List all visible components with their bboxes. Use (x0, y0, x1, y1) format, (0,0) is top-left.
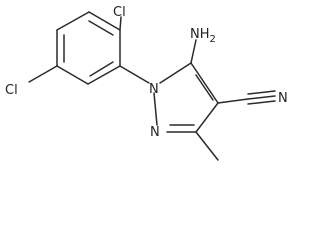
bond-c3-methyl (195, 131, 219, 161)
bond-cn-triple-2 (247, 90, 276, 95)
benzene-ring (56, 11, 121, 85)
bond-ring-1 (88, 11, 121, 31)
bond-cn-triple-1 (247, 95, 276, 100)
nitrile-group (217, 90, 276, 105)
bond-n2-n1 (153, 92, 158, 126)
bond-c5-nh2 (190, 39, 197, 64)
label-n2: N (150, 125, 160, 140)
structure-diagram: Cl Cl NH2 N N N (5, 5, 288, 161)
bond-c5-c4 (190, 62, 219, 104)
molecule-svg: Cl Cl NH2 N N N (5, 5, 288, 161)
bond-c5-c4-inner (195, 74, 214, 101)
bond-n1-c5 (159, 62, 192, 84)
bond-ring-5 (87, 65, 121, 85)
bond-cn-triple-3 (247, 100, 276, 105)
label-cl-left: Cl (5, 83, 18, 98)
bond-c-cl-top (119, 16, 122, 31)
bond-ring-4 (56, 65, 89, 85)
label-nh2-sub: 2 (210, 34, 216, 45)
label-cl-top: Cl (113, 5, 126, 20)
label-n1: N (149, 82, 159, 97)
label-nh2-main: NH (190, 27, 210, 42)
bond-c-cl-left (28, 65, 58, 83)
bond-c4-c3 (195, 102, 219, 133)
bond-c4-cn (217, 98, 249, 104)
bond-ring-inner-3 (89, 61, 114, 77)
bond-ring-inner-1 (88, 20, 114, 36)
label-nitrile-n: N (278, 91, 288, 106)
pyrazole-ring (153, 62, 219, 133)
bond-aryl-n1 (119, 65, 150, 84)
bond-ring-2 (56, 11, 90, 31)
label-nh2: NH2 (190, 27, 216, 45)
